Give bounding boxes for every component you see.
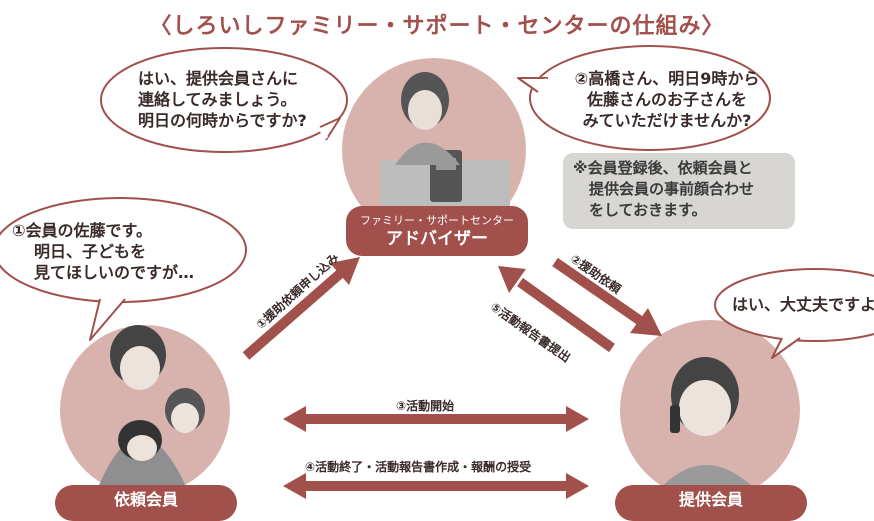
arrow-activity-start [283, 406, 589, 432]
bubble-line: 佐藤さんのお子さんを [586, 90, 747, 109]
advisor-role-label: ファミリー・サポートセンター アドバイザー [346, 206, 528, 256]
arrow-activity-end [283, 473, 589, 499]
provider-bubble-text: はい、大丈夫ですよ [732, 295, 874, 314]
arrow-provider-to-center [498, 266, 615, 353]
arrow-label-activity-start: ③活動開始 [396, 399, 455, 413]
requester-bubble-text: ①会員の佐藤です。 明日、子どもを 見てほしいのですが… [12, 220, 232, 283]
note-line: ※会員登録後、依頼会員と [573, 159, 753, 177]
bubble-line: ①会員の佐藤です。 [12, 221, 152, 240]
advisor-bubble-text: はい、提供会員さんに 連絡してみましょう。 明日の何時からですか? [138, 68, 338, 131]
note-box [563, 153, 795, 229]
bubble-line: ②高橋さん、明日9時から [574, 69, 760, 88]
bubble-line: 見てほしいのですが… [34, 263, 195, 282]
bubble-line: みていただけませんか? [582, 111, 752, 130]
page-title: 〈しろいしファミリー・サポート・センターの仕組み〉 [149, 14, 725, 39]
advisor-role-main: アドバイザー [386, 229, 488, 249]
requester-bubble [0, 197, 247, 341]
bubble-line: 明日の何時からですか? [138, 111, 307, 130]
provider-illustration [650, 357, 765, 500]
bubble-line: はい、提供会員さんに [138, 69, 299, 88]
bubble-line: 明日、子どもを [34, 242, 147, 261]
requester-illustration [95, 325, 205, 495]
requester-circle [60, 325, 230, 495]
arrow-center-to-provider [552, 257, 662, 336]
call-bubble-text: ②高橋さん、明日9時から 佐藤さんのお子さんを みていただけませんか? [562, 68, 772, 131]
arrow-label-activity-end: ④活動終了・活動報告書作成・報酬の授受 [305, 460, 532, 474]
provider-bubble [714, 268, 874, 359]
note-text: ※会員登録後、依頼会員と 提供会員の事前顔合わせ をしておきます。 [573, 158, 793, 221]
requester-role-label: 依頼会員 [55, 485, 237, 521]
advisor-illustration [380, 72, 510, 208]
note-line: 提供会員の事前顔合わせ [589, 180, 755, 198]
call-bubble [517, 45, 771, 151]
provider-role-label: 提供会員 [615, 485, 807, 521]
advisor-role-sub: ファミリー・サポートセンター [360, 214, 514, 227]
advisor-bubble [100, 47, 348, 153]
bubble-line: 連絡してみましょう。 [138, 90, 297, 109]
note-line: をしておきます。 [589, 201, 707, 219]
arrow-request-to-center [242, 257, 360, 360]
